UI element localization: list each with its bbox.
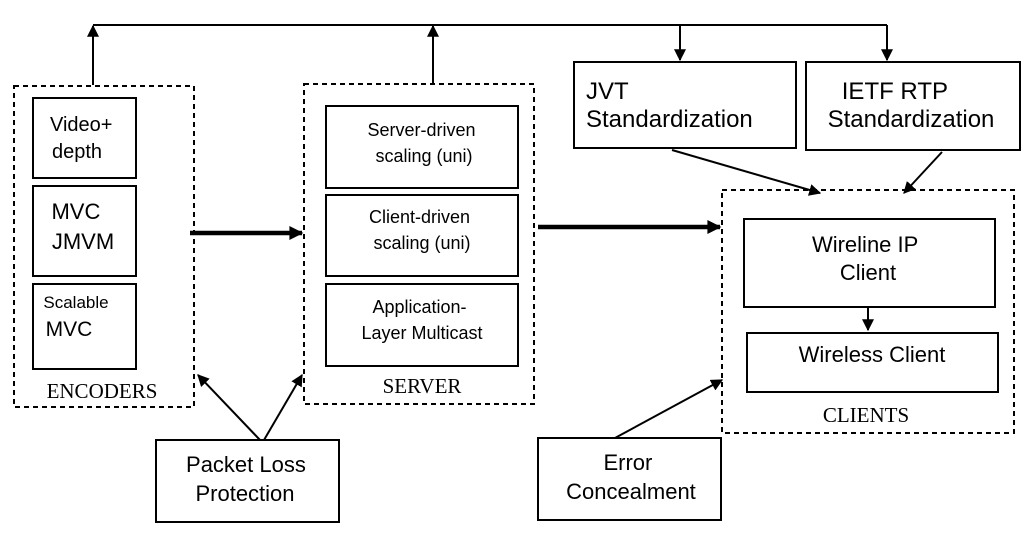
app-layer-multicast-box: [325, 283, 519, 367]
app-layer-multicast-text: Application- Layer Multicast: [361, 297, 482, 343]
wireline-client-box: [743, 218, 996, 308]
server-driven-text: Server-driven scaling (uni): [367, 120, 480, 166]
encoders-group: Video+ depth MVC JMVM Scalable MVC ENCOD…: [13, 85, 195, 408]
clients-label: CLIENTS: [823, 403, 909, 427]
server-container: [303, 83, 535, 405]
feedback-bus: [87, 24, 893, 85]
wireless-client-text: Wireless Client: [799, 342, 946, 367]
arrow-packet-loss-to-encoders: [197, 374, 261, 441]
jvt-standardization-text: JVT Standardization: [586, 78, 753, 133]
arrow-error-concealment-to-clients: [614, 379, 724, 439]
arrow-ietf-to-clients: [903, 151, 943, 194]
encoder-mvc-jmvm-text: MVC JMVM: [51, 199, 114, 254]
encoder-video-depth-text: Video+ depth: [50, 114, 118, 163]
server-driven-box: [325, 105, 519, 189]
arrow-packet-loss-to-server: [263, 373, 303, 441]
jvt-standardization-box: [573, 61, 797, 149]
wireline-client-text: Wireline IP Client: [812, 232, 924, 285]
error-concealment-text: Error Concealment: [566, 450, 696, 504]
client-driven-box: [325, 194, 519, 277]
wireless-client-box: [746, 332, 999, 393]
encoders-label: ENCODERS: [47, 379, 158, 403]
clients-container: [721, 189, 1015, 434]
encoder-mvc-jmvm: [32, 185, 137, 277]
packet-loss-protection-box: [155, 439, 340, 523]
encoder-scalable-mvc-text: Scalable: [43, 293, 108, 312]
server-group: Server-driven scaling (uni) Client-drive…: [303, 83, 535, 405]
encoder-scalable-mvc: [32, 283, 137, 370]
server-label: SERVER: [383, 374, 462, 398]
encoders-container: [13, 85, 195, 408]
encoder-scalable-mvc-text-2: MVC: [46, 318, 93, 341]
packet-loss-protection-text: Packet Loss Protection: [186, 452, 312, 506]
arrow-jvt-to-clients: [671, 149, 822, 196]
encoder-video-depth: [32, 97, 137, 179]
error-concealment-box: [537, 437, 722, 521]
ietf-rtp-standardization-text: IETF RTP Standardization: [828, 78, 995, 133]
client-driven-text: Client-driven scaling (uni): [369, 207, 475, 253]
clients-group: Wireline IP Client Wireless Client CLIEN…: [721, 189, 1015, 434]
ietf-rtp-standardization-box: [805, 61, 1021, 151]
